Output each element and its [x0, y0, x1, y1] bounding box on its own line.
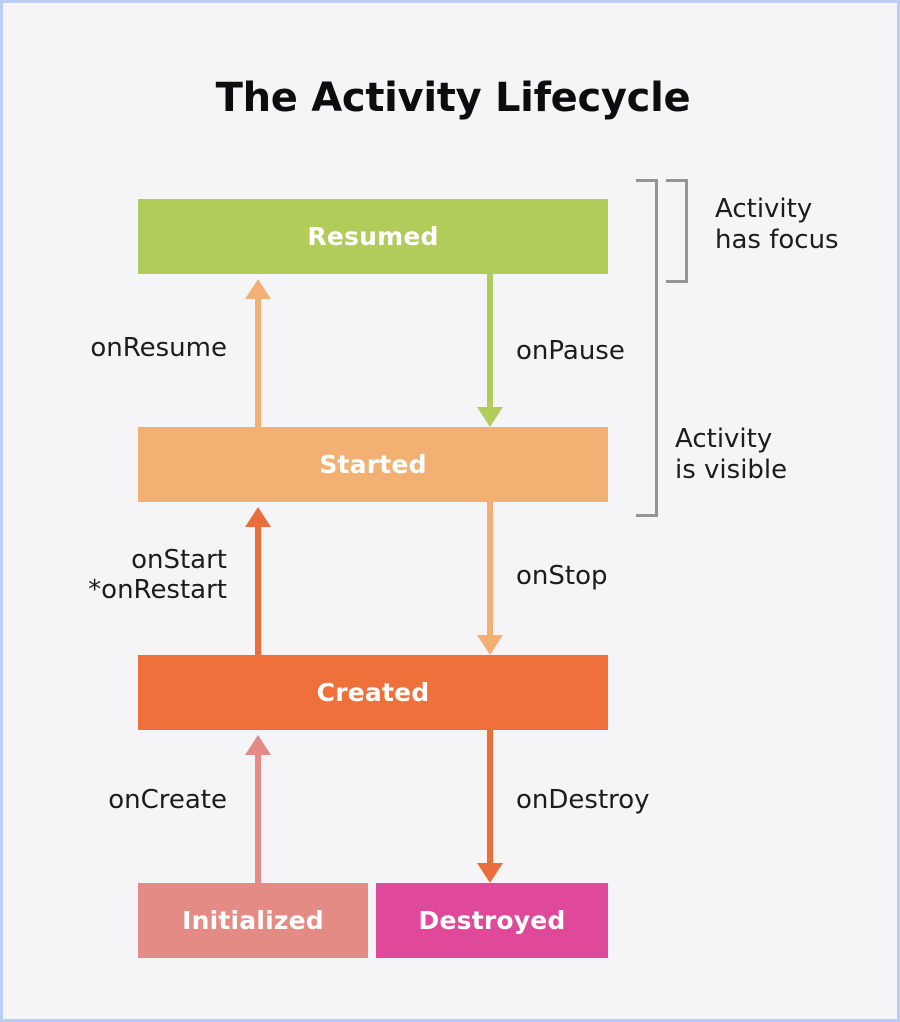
arrow-shaft [255, 295, 261, 427]
arrow-up-onresume-icon [243, 279, 273, 427]
state-label-resumed: Resumed [307, 222, 439, 251]
arrow-shaft [487, 274, 493, 409]
transition-label-onresume: onResume [90, 333, 227, 363]
arrow-down-onpause-icon [475, 274, 505, 427]
arrow-shaft [487, 730, 493, 865]
transition-label-ondestroy: onDestroy [516, 785, 650, 815]
bracket-is-visible [636, 179, 658, 517]
transition-label-onstart: onStart *onRestart [88, 545, 227, 606]
arrow-head [245, 279, 271, 299]
state-label-initialized: Initialized [182, 906, 324, 935]
state-box-destroyed: Destroyed [376, 883, 608, 958]
scope-label-is-visible: Activity is visible [675, 424, 788, 486]
arrow-shaft [255, 523, 261, 655]
arrow-head [245, 735, 271, 755]
arrow-head [477, 407, 503, 427]
arrow-head [245, 507, 271, 527]
state-label-destroyed: Destroyed [418, 906, 566, 935]
transition-label-oncreate: onCreate [108, 785, 227, 815]
arrow-head [477, 635, 503, 655]
arrow-up-oncreate-icon [243, 735, 273, 883]
state-label-created: Created [316, 678, 430, 707]
state-label-started: Started [319, 450, 427, 479]
state-box-started: Started [138, 427, 608, 502]
arrow-down-ondestroy-icon [475, 730, 505, 883]
page-title: The Activity Lifecycle [215, 75, 691, 121]
bracket-has-focus [666, 179, 688, 283]
transition-label-onpause: onPause [516, 336, 625, 366]
arrow-up-onstart-icon [243, 507, 273, 655]
transition-label-onstop: onStop [516, 561, 608, 591]
state-box-created: Created [138, 655, 608, 730]
arrow-head [477, 863, 503, 883]
state-box-resumed: Resumed [138, 199, 608, 274]
scope-label-has-focus: Activity has focus [715, 194, 839, 256]
state-box-initialized: Initialized [138, 883, 368, 958]
arrow-shaft [487, 502, 493, 637]
arrow-shaft [255, 751, 261, 883]
arrow-down-onstop-icon [475, 502, 505, 655]
